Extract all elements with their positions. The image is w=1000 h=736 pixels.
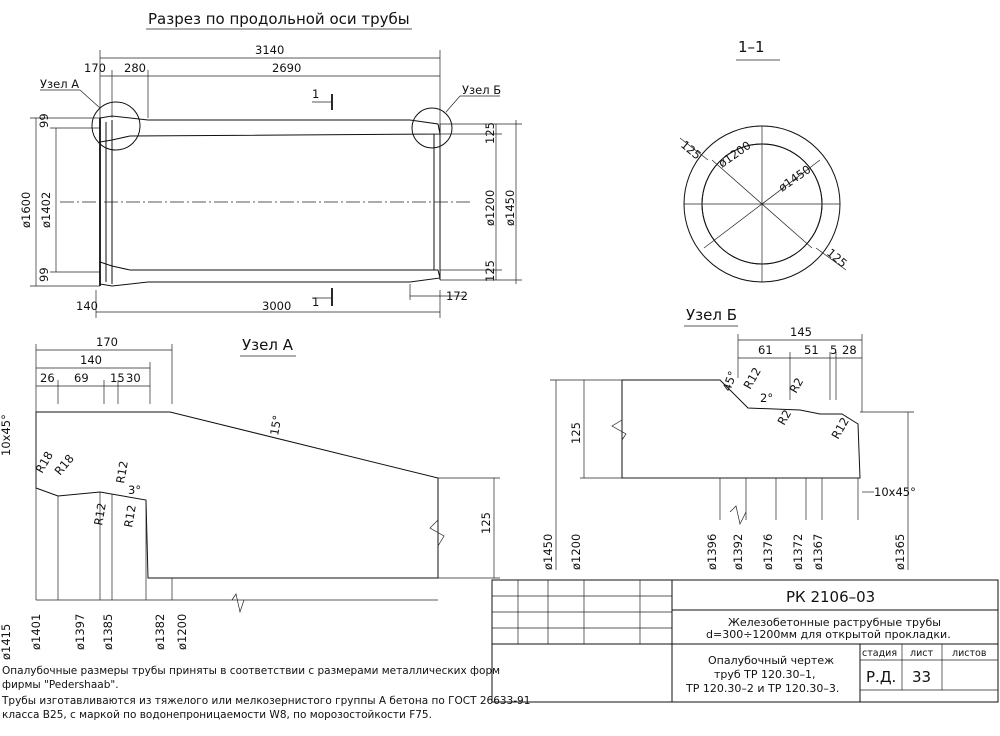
note-line-2: фирмы "Pedershaab". [2,679,119,691]
node-b-angle-45: 45° [720,369,740,393]
node-b-dim-61: 61 [758,343,773,357]
node-b-dia-1367: ø1367 [811,534,825,570]
longitudinal-section: Разрез по продольной оси трубы 3140 170 … [19,10,522,318]
node-a-left-edge: 10x45° [0,414,13,456]
node-a-r12-a: R12 [113,460,131,485]
node-a-dim-26: 26 [40,371,55,385]
dim-3140: 3140 [255,43,284,57]
callout-b: Узел Б [462,83,501,97]
pipe-upper-wall [99,115,441,143]
dim-2690: 2690 [272,61,301,75]
node-b-dim-28: 28 [842,343,857,357]
callout-circle-a [91,101,141,151]
col-stage: стадия [862,648,897,659]
cross-dim-125-top: 125 [678,138,704,163]
col-sheets: листов [952,648,987,659]
node-b-dim-145: 145 [790,325,812,339]
title-block-frame [491,579,999,703]
node-a-dim-30: 30 [126,371,141,385]
node-a-dim-69: 69 [74,371,89,385]
dim-left-99-top: 99 [37,113,51,128]
node-b-angle-2: 2° [760,391,773,405]
callout-a: Узел А [40,77,79,91]
doc-name-line2: d=300÷1200мм для открытой прокладки. [706,628,951,641]
node-a-angle-3: 3° [128,483,141,497]
node-a-angle: 15° [267,414,284,437]
node-b-title: Узел Б [686,306,737,324]
node-b-detail: Узел Б 145 61 51 5 28 10x45° 45° 2° R12 [541,306,916,570]
note-line-4: класса B25, с маркой по водонепроницаемо… [2,709,432,721]
dim-280: 280 [124,61,146,75]
dim-3000: 3000 [262,299,291,313]
dim-left-99-bottom: 99 [37,267,51,282]
node-b-chamfer: 10x45° [874,485,916,499]
dim-right-1450: ø1450 [503,190,517,226]
node-a-r12-b: R12 [91,502,109,527]
node-b-dia-1200: ø1200 [569,534,583,570]
node-a-dia-1385: ø1385 [101,614,115,650]
node-a-left-edge-dia: ø1415 [0,624,13,660]
cross-dim-1200: ø1200 [716,138,754,170]
dim-left-1402: ø1402 [39,192,53,228]
stage-value: Р.Д. [866,668,896,686]
node-b-dia-1376: ø1376 [761,534,775,570]
cut-mark-label-top: 1 [312,87,319,101]
node-a-dia-1401: ø1401 [29,614,43,650]
node-a-r12-c: R12 [121,504,139,529]
node-b-dim-51: 51 [804,343,819,357]
note-line-3: Трубы изготавливаются из тяжелого или ме… [2,695,531,707]
node-a-dim-170: 170 [96,335,118,349]
dim-140: 140 [76,299,98,313]
node-b-r12-right: R12 [828,415,851,442]
node-b-dim-125: 125 [569,422,583,444]
dim-left-1600: ø1600 [19,192,33,228]
node-a-dim-140: 140 [80,353,102,367]
node-b-profile [621,379,861,479]
cross-dim-125-bottom: 125 [824,246,850,271]
node-a-detail: Узел А 170 140 26 69 15 30 125 15° R18 [0,335,500,660]
section-title: Разрез по продольной оси трубы [148,10,410,28]
col-sheet: лист [910,648,933,659]
node-a-dia-1397: ø1397 [73,614,87,650]
dim-170: 170 [84,61,106,75]
dim-right-125-top: 125 [483,122,497,144]
node-b-dia-1392: ø1392 [731,534,745,570]
sheet-title-line1: Опалубочный чертеж [708,654,834,667]
dim-right-125-bottom: 125 [483,260,497,282]
node-b-r12-top: R12 [740,365,763,392]
pipe-lower-wall [99,261,441,287]
node-b-dia-1372: ø1372 [791,534,805,570]
node-a-profile [35,411,439,579]
node-b-dia-1365: ø1365 [893,534,907,570]
node-b-dia-1396: ø1396 [705,534,719,570]
node-b-dim-5: 5 [830,343,837,357]
node-a-dim-125: 125 [479,512,493,534]
cross-section-title: 1–1 [738,38,765,56]
sheet-title-line3: ТР 120.30–2 и ТР 120.30–3. [685,682,839,695]
callout-circle-b [411,107,453,149]
cross-section: 1–1 125 ø1200 ø1450 125 [678,38,850,283]
dim-172: 172 [446,289,468,303]
dim-right-1200: ø1200 [483,190,497,226]
sheet-value: 33 [912,668,931,686]
node-a-title: Узел А [242,336,294,354]
doc-name-line1: Железобетонные раструбные трубы [728,616,941,629]
title-block: РК 2106–03 Железобетонные раструбные тру… [491,579,999,703]
node-a-dim-15: 15 [110,371,125,385]
node-a-dia-1200: ø1200 [175,614,189,650]
doc-code: РК 2106–03 [786,588,875,606]
node-b-r2-inner: R2 [774,407,794,427]
cross-dim-1450: ø1450 [776,162,814,194]
node-a-dia-1382: ø1382 [153,614,167,650]
note-line-1: Опалубочные размеры трубы приняты в соот… [2,665,501,677]
node-b-r2-top: R2 [786,375,806,395]
node-a-r18-inner: R18 [52,452,77,478]
node-b-dia-1450: ø1450 [541,534,555,570]
sheet-title-line2: труб ТР 120.30–1, [714,668,816,681]
cut-mark-label-bottom: 1 [312,295,319,309]
